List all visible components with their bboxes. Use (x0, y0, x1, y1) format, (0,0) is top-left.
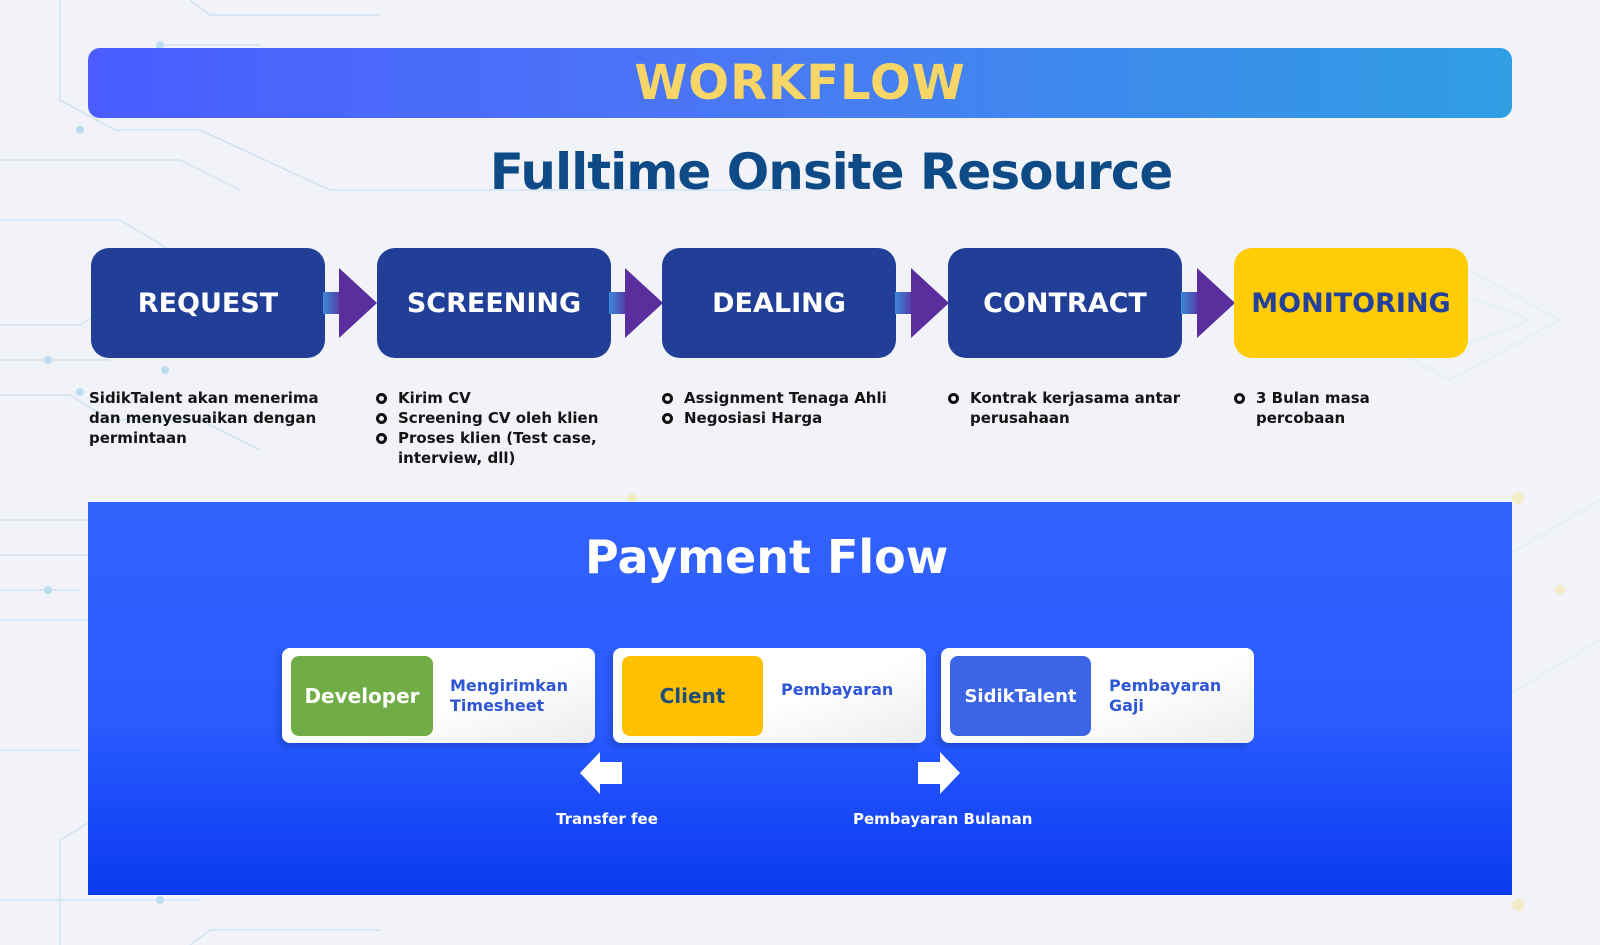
list-item: Kontrak kerjasama antar perusahaan (948, 388, 1188, 428)
payment-flow-title: Payment Flow (585, 530, 949, 584)
monitoring-description: 3 Bulan masa percobaan (1234, 388, 1394, 428)
role-badge-developer: Developer (291, 656, 433, 736)
bullet-icon (376, 433, 387, 444)
arrow-right-icon (1181, 268, 1235, 338)
step-monitoring: MONITORING (1234, 248, 1468, 358)
bullet-icon (948, 393, 959, 404)
payment-card-developer: Developer Mengirimkan Timesheet (282, 648, 595, 743)
payment-card-client: Client Pembayaran (613, 648, 926, 743)
bullet-icon (662, 393, 673, 404)
step-label: MONITORING (1251, 287, 1451, 319)
bullet-icon (1234, 393, 1245, 404)
monthly-payment-label: Pembayaran Bulanan (853, 810, 1033, 828)
list-item-text: 3 Bulan masa percobaan (1256, 389, 1370, 427)
list-item-text: Screening CV oleh klien (398, 409, 599, 427)
step-label: REQUEST (137, 287, 279, 319)
page-subtitle: Fulltime Onsite Resource (489, 143, 1174, 201)
card-action-text: Mengirimkan Timesheet (450, 675, 568, 715)
list-item-text: Assignment Tenaga Ahli (684, 389, 887, 407)
bullet-icon (376, 413, 387, 424)
bullet-icon (376, 393, 387, 404)
bullet-icon (662, 413, 673, 424)
arrow-right-icon (895, 268, 949, 338)
banner-title: WORKFLOW (634, 55, 966, 111)
description-text: SidikTalent akan menerima dan menyesuaik… (89, 389, 319, 447)
list-item: 3 Bulan masa percobaan (1234, 388, 1394, 428)
dealing-description: Assignment Tenaga Ahli Negosiasi Harga (662, 388, 902, 428)
contract-description: Kontrak kerjasama antar perusahaan (948, 388, 1188, 428)
workflow-banner: WORKFLOW (88, 48, 1512, 118)
role-badge-client: Client (622, 656, 763, 736)
list-item: Screening CV oleh klien (376, 408, 606, 428)
step-dealing: DEALING (662, 248, 896, 358)
list-item: Kirim CV (376, 388, 606, 408)
arrow-right-icon (323, 268, 377, 338)
card-action-text: Pembayaran (781, 679, 894, 699)
arrow-left-icon (580, 752, 622, 794)
list-item-text: Negosiasi Harga (684, 409, 823, 427)
list-item-text: Kontrak kerjasama antar perusahaan (970, 389, 1181, 427)
list-item: Negosiasi Harga (662, 408, 902, 428)
arrow-right-icon (918, 752, 960, 794)
step-request: REQUEST (91, 248, 325, 358)
role-badge-sidiktalent: SidikTalent (950, 656, 1091, 736)
step-label: CONTRACT (983, 287, 1147, 319)
list-item: Proses klien (Test case, interview, dll) (376, 428, 606, 468)
transfer-fee-label: Transfer fee (556, 810, 658, 828)
arrow-right-icon (609, 268, 663, 338)
step-label: SCREENING (406, 287, 582, 319)
step-contract: CONTRACT (948, 248, 1182, 358)
list-item: Assignment Tenaga Ahli (662, 388, 902, 408)
step-label: DEALING (712, 287, 846, 319)
step-screening: SCREENING (377, 248, 611, 358)
card-action-text: Pembayaran Gaji (1109, 675, 1222, 715)
list-item-text: Kirim CV (398, 389, 471, 407)
screening-description: Kirim CV Screening CV oleh klien Proses … (376, 388, 606, 468)
payment-card-sidiktalent: SidikTalent Pembayaran Gaji (941, 648, 1254, 743)
list-item-text: Proses klien (Test case, interview, dll) (398, 429, 597, 467)
request-description: SidikTalent akan menerima dan menyesuaik… (89, 388, 329, 448)
